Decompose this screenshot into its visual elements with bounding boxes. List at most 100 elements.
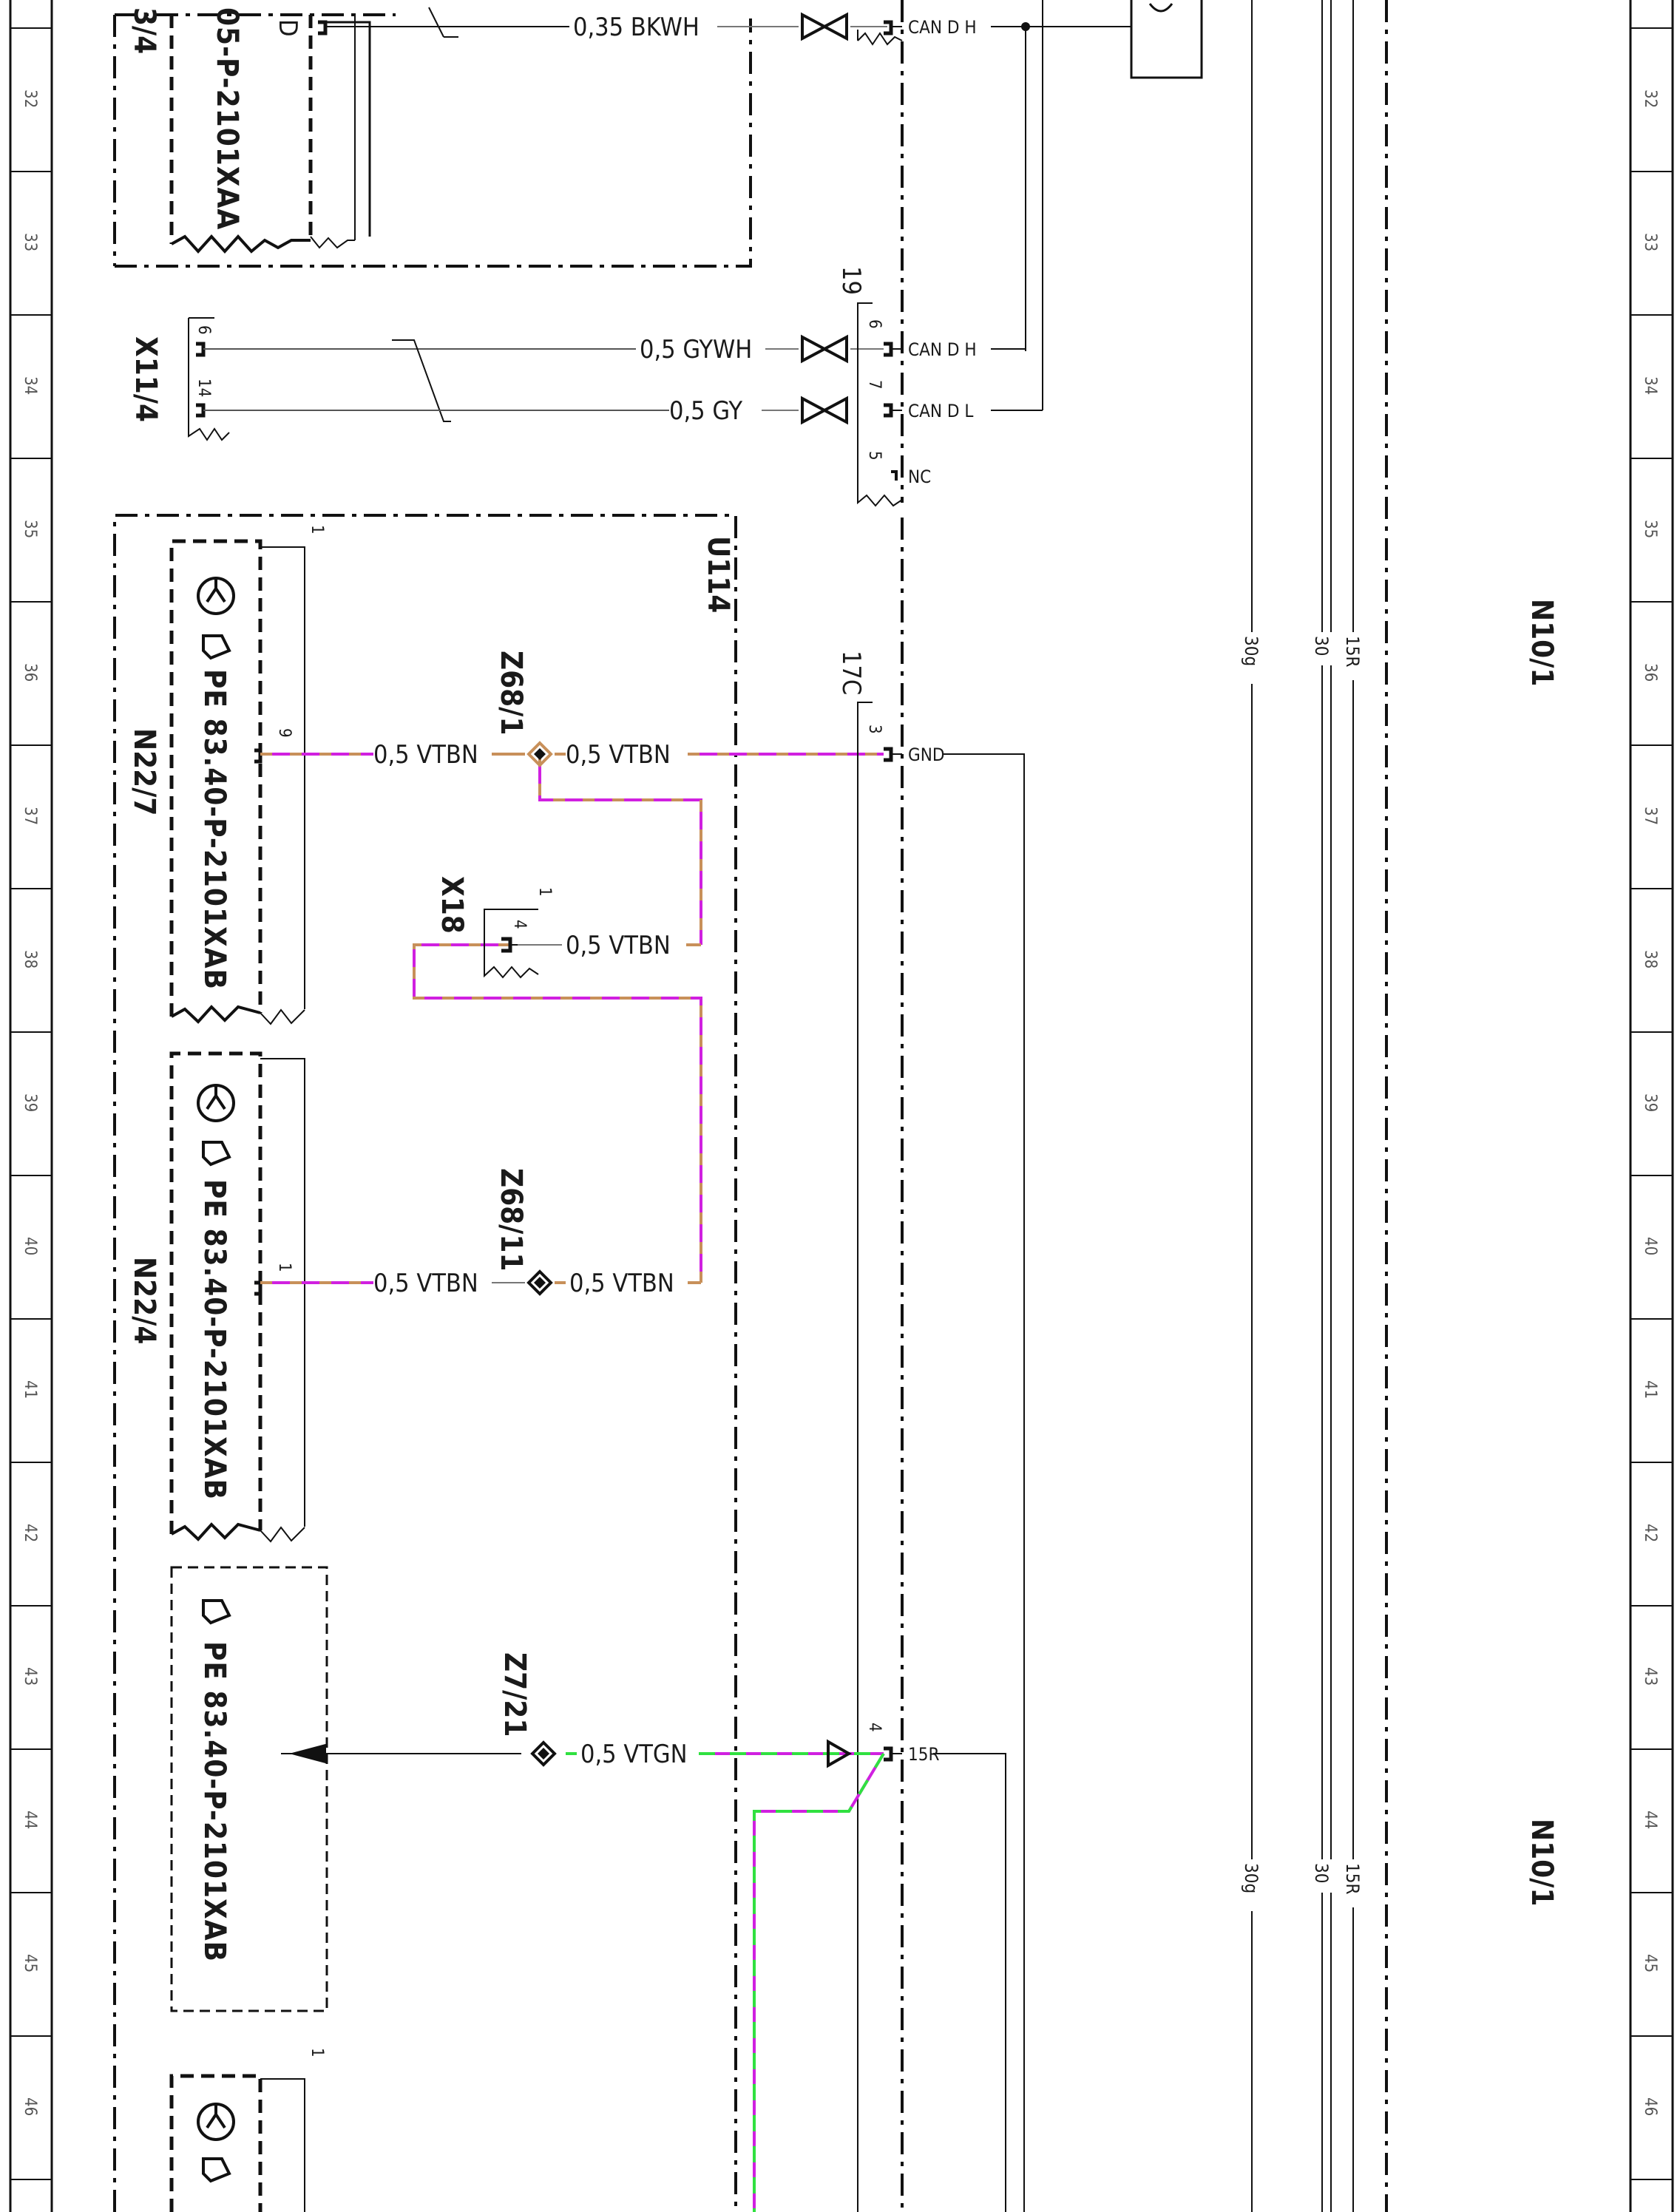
- pin-gnd: GND: [908, 744, 945, 765]
- n10-connector-upper: [857, 0, 1203, 503]
- splice-z7-21: [530, 1740, 557, 1767]
- z68-11-label: Z68/11: [494, 1168, 528, 1271]
- ruler-row-number: 41: [21, 1380, 39, 1399]
- splice-z68-1: [526, 741, 553, 767]
- ruler-row-number: 44: [1641, 1811, 1659, 1829]
- bottom-module: [169, 2074, 305, 2212]
- ruler-row-number: 38: [1641, 950, 1659, 968]
- connector-19: [857, 302, 903, 507]
- ruler-row-number: 42: [21, 1524, 39, 1542]
- bus-30-lower: 30: [1311, 1863, 1332, 1883]
- n22-4-pin: 1: [275, 1263, 294, 1272]
- wire-bkwh-label: 0,35 BKWH: [573, 13, 700, 42]
- ruler-row-number: 40: [1641, 1237, 1659, 1255]
- conn-17c-label: 17C: [836, 651, 866, 695]
- bus-15r-upper: 15R: [1342, 636, 1363, 667]
- ruler-row-number: 34: [21, 376, 39, 395]
- ruler-row-number: 44: [21, 1811, 39, 1829]
- pin-can-dh-top: CAN D H: [908, 17, 977, 38]
- ruler-row-number: 35: [1641, 520, 1659, 538]
- pin-4-label: 4: [865, 1723, 884, 1732]
- ruler-row-number: 41: [1641, 1380, 1659, 1399]
- pin-5-label: 5: [865, 451, 884, 461]
- wire-vtbn-z68-1-out-label: 0,5 VTBN: [566, 740, 671, 770]
- pin-3-label: 3: [865, 725, 884, 734]
- pe-bottom-label: PE 83.40-P-2101XAB: [197, 1641, 231, 1962]
- wire-vtbn-z68-11-out-label: 0,5 VTBN: [569, 1269, 674, 1298]
- n22-7-num: 1: [308, 525, 326, 535]
- bus-30-upper: 30: [1311, 636, 1332, 656]
- splice-z68-11: [526, 1269, 553, 1296]
- ruler-row-number: 34: [1641, 376, 1659, 395]
- wire-gy-label: 0,5 GY: [669, 396, 742, 426]
- wire-gywh-label: 0,5 GYWH: [640, 335, 752, 364]
- ruler-row-number: 40: [21, 1237, 39, 1255]
- ruler-row-number: 43: [21, 1667, 39, 1686]
- ruler-row-number: 45: [21, 1954, 39, 1972]
- wire-vtbn-n22-7-label: 0,5 VTBN: [373, 740, 478, 770]
- pin-can-dh: CAN D H: [908, 339, 977, 360]
- z68-1-label: Z68/1: [494, 651, 528, 735]
- wire-vtgn-label: 0,5 VTGN: [580, 1740, 688, 1769]
- ruler-row-number: 39: [1641, 1093, 1659, 1112]
- ruler-row-number: 42: [1641, 1524, 1659, 1542]
- z7-21-label: Z7/21: [498, 1652, 532, 1737]
- ruler-row-number: 33: [1641, 233, 1659, 251]
- wire-bkwh: [318, 7, 887, 237]
- x18-pin: 4: [510, 920, 529, 929]
- x18-connector: [484, 909, 539, 979]
- pe-bottom-box: [170, 1566, 328, 2012]
- plug-symbol-top: [801, 12, 848, 41]
- ruler-row-number: 38: [21, 950, 39, 968]
- wire-gy: [203, 396, 1043, 425]
- n22-7-pe-label: PE 83.40-P-2101XAB: [197, 669, 231, 990]
- top-conn-label: 3/4: [127, 7, 161, 54]
- n22-7-label: N22/7: [127, 728, 161, 815]
- wire-vtgn: [281, 1739, 885, 2212]
- bus-30g-lower: 30g: [1241, 1863, 1261, 1893]
- connector-17c: [857, 518, 1025, 2212]
- n10-1-label-lower: N10/1: [1525, 1819, 1559, 1906]
- x11-pin-14: 14: [194, 379, 213, 397]
- pin-nc: NC: [908, 467, 931, 487]
- wire-vtbn-group: [260, 753, 884, 1284]
- n22-7-module: [169, 539, 305, 1025]
- wire-vtbn-n22-4-label: 0,5 VTBN: [373, 1269, 478, 1298]
- n22-7-pin: 9: [275, 728, 294, 738]
- bus-lines: [1241, 0, 1388, 2212]
- ruler-row-number: 35: [21, 520, 39, 538]
- wire-vtbn-x18-label: 0,5 VTBN: [566, 931, 671, 960]
- wire-gywh: [203, 334, 1026, 422]
- pin-7-label: 7: [865, 380, 884, 390]
- bottom-num: 1: [308, 2048, 326, 2057]
- bus-30g-upper: 30g: [1241, 636, 1261, 666]
- ruler-row-number: 32: [1641, 89, 1659, 108]
- x11-pin-6: 6: [194, 325, 213, 335]
- x18-label: X18: [435, 876, 469, 934]
- pin-6-label: 6: [865, 319, 884, 329]
- ruler-row-number: 37: [1641, 807, 1659, 825]
- u114-housing: [113, 514, 737, 2212]
- top-module: [113, 13, 752, 268]
- u114-label: U114: [701, 536, 735, 613]
- n22-4-module: [169, 1051, 305, 1543]
- x11-label: X11/4: [129, 336, 163, 422]
- ruler-row-number: 36: [1641, 663, 1659, 682]
- ruler-row-number: 32: [21, 89, 39, 108]
- top-code-label: 05-P-2101XAA: [210, 7, 244, 230]
- pin-15r: 15R: [908, 1744, 939, 1765]
- n22-4-pe-label: PE 83.40-P-2101XAB: [197, 1179, 231, 1500]
- n10-1-label-upper: N10/1: [1525, 599, 1559, 686]
- ruler-row-number: 43: [1641, 1667, 1659, 1686]
- n22-4-label: N22/4: [127, 1257, 161, 1344]
- conn-19-label: 19: [836, 266, 866, 295]
- top-pin-label: D: [273, 19, 302, 37]
- ruler-row-number: 33: [21, 233, 39, 251]
- ruler-row-number: 46: [1641, 2097, 1659, 2116]
- x18-num: 1: [535, 887, 554, 897]
- bus-15r-lower: 15R: [1342, 1863, 1363, 1894]
- ruler-row-number: 37: [21, 807, 39, 825]
